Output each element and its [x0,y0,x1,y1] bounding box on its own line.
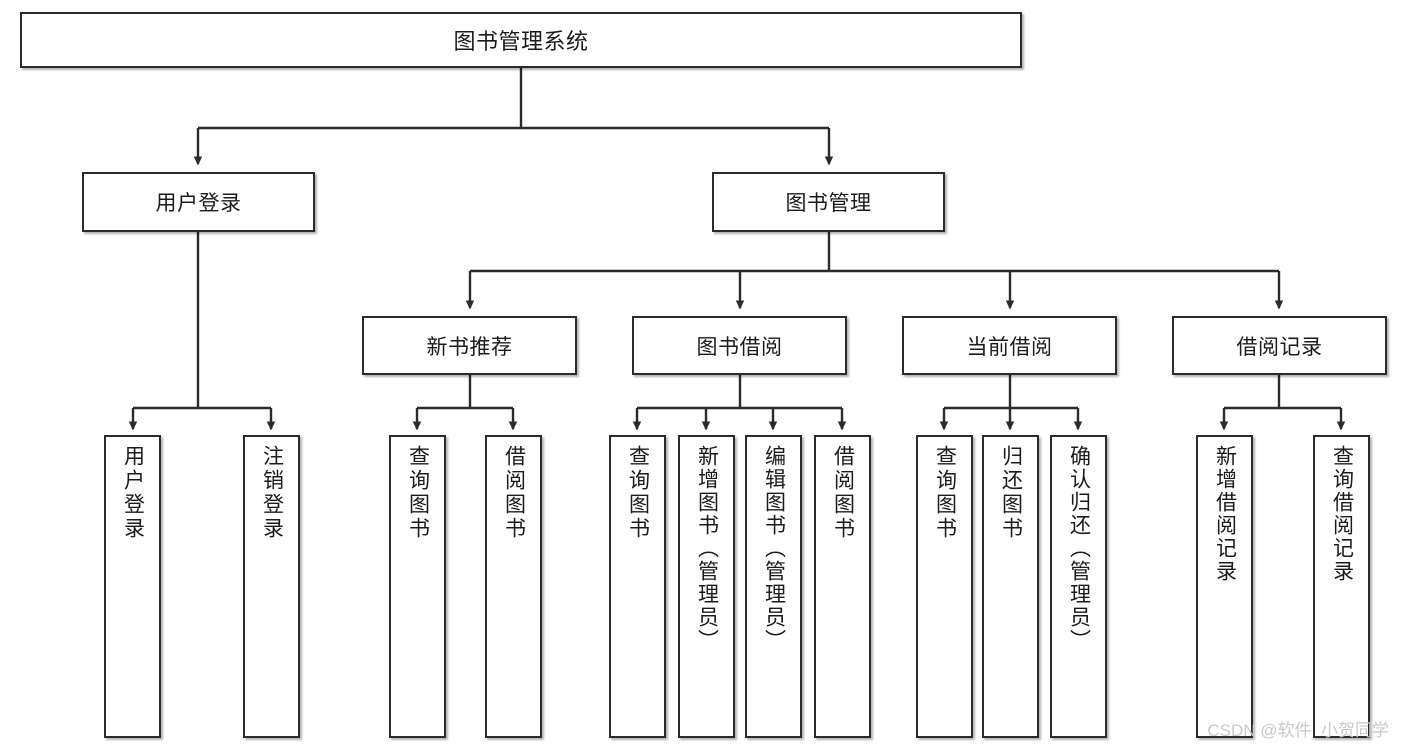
node-label: 新增借阅记录 [1213,445,1237,583]
node-book-management[interactable]: 图书管理 [712,172,945,232]
node-label: 借阅图书 [831,445,855,541]
node-label: 图书借阅 [696,335,783,359]
node-label: 查询图书 [406,445,430,541]
leaf-book-borrow-add-book-admin[interactable]: 新增图书（管理员） [678,435,735,738]
node-label: 注销登录 [260,445,284,541]
leaf-new-book-query-book[interactable]: 查询图书 [389,435,446,738]
node-label: 图书管理系统 [453,29,589,54]
leaf-user-login-login[interactable]: 用户登录 [104,435,161,738]
leaf-current-borrow-query-book[interactable]: 查询图书 [916,435,973,738]
leaf-book-borrow-query-book[interactable]: 查询图书 [609,435,666,738]
leaf-book-borrow-borrow-book[interactable]: 借阅图书 [814,435,871,738]
leaf-new-book-borrow-book[interactable]: 借阅图书 [485,435,542,738]
node-label: 确认归还（管理员） [1067,445,1091,652]
node-label: 查询借阅记录 [1330,445,1354,583]
node-label: 新增图书（管理员） [695,445,719,652]
leaf-current-borrow-return-book[interactable]: 归还图书 [982,435,1039,738]
node-label: 查询图书 [626,445,650,541]
node-user-login[interactable]: 用户登录 [82,172,315,232]
node-label: 新书推荐 [426,335,513,359]
node-label: 归还图书 [999,445,1023,541]
watermark: CSDN @软件_小贺同学 [1207,721,1389,740]
node-label: 查询图书 [933,445,957,541]
leaf-borrow-record-add-record[interactable]: 新增借阅记录 [1196,435,1253,738]
node-label: 编辑图书（管理员） [762,445,786,652]
node-borrow-record[interactable]: 借阅记录 [1172,316,1387,375]
node-label: 图书管理 [785,192,872,215]
node-label: 当前借阅 [966,335,1053,359]
node-book-borrow[interactable]: 图书借阅 [632,316,847,375]
node-label: 用户登录 [155,192,242,215]
leaf-book-borrow-edit-book-admin[interactable]: 编辑图书（管理员） [745,435,802,738]
node-current-borrow[interactable]: 当前借阅 [902,316,1117,375]
node-root-system[interactable]: 图书管理系统 [20,12,1022,68]
node-label: 借阅记录 [1236,335,1323,359]
leaf-current-borrow-confirm-return-admin[interactable]: 确认归还（管理员） [1050,435,1107,738]
leaf-borrow-record-query-record[interactable]: 查询借阅记录 [1313,435,1370,738]
node-label: 用户登录 [121,445,145,541]
leaf-user-login-logout[interactable]: 注销登录 [243,435,300,738]
node-new-book-recommend[interactable]: 新书推荐 [362,316,577,375]
node-label: 借阅图书 [502,445,526,541]
